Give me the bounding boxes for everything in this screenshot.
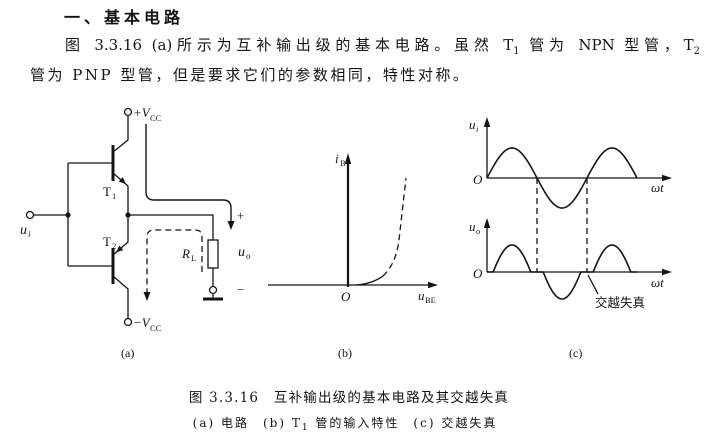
output-minus-sign: − xyxy=(237,282,244,297)
t2-subscript-inline: 2 xyxy=(693,46,701,57)
output-voltage-subscript: o xyxy=(246,251,251,261)
origin-label-b: O xyxy=(341,289,351,304)
ube-axis-label: u xyxy=(418,288,425,303)
bottom-time-axis-label: ωt xyxy=(651,275,664,290)
input-junction-dot xyxy=(65,212,71,218)
subcaption-subscript: 1 xyxy=(301,423,310,433)
t1-label: T xyxy=(103,184,111,199)
t2-emitter-arrow xyxy=(116,245,124,253)
uo-axis-arrow xyxy=(483,218,491,228)
t2-label: T xyxy=(103,234,111,249)
section-heading: 一、基本电路 xyxy=(64,8,185,27)
input-characteristic-plot xyxy=(268,153,438,289)
t1-subscript-inline: 1 xyxy=(513,46,520,57)
ib-axis-arrow xyxy=(344,153,352,164)
positive-current-arrow xyxy=(227,221,235,230)
output-distorted-wave xyxy=(487,244,637,300)
subcaption-part-a: (a) 电路 (b) T xyxy=(192,416,302,430)
vcc-negative-terminal xyxy=(123,317,133,327)
input-voltage-label: u xyxy=(20,223,27,238)
negative-current-arrow xyxy=(143,292,151,301)
t1-emitter-lead xyxy=(112,172,129,215)
ube-axis-arrow xyxy=(428,281,438,289)
vcc-positive-label: +V xyxy=(133,105,152,120)
input-terminal xyxy=(25,210,35,220)
paragraph-line-1-text-a: 图 3.3.16 (a)所示为互补输出级的基本电路。虽然 T xyxy=(65,36,514,54)
input-sine-wave xyxy=(486,147,638,209)
t1-subscript: 1 xyxy=(112,191,116,201)
output-voltage-label: u xyxy=(238,245,245,260)
figure-caption: 图 3.3.16 互补输出级的基本电路及其交越失真 xyxy=(188,390,510,406)
circuit-labels: +V CC −V CC T 1 T 2 u i R L u o + − (a) xyxy=(20,105,251,360)
ui-axis-label: u xyxy=(469,117,476,132)
input-voltage-subscript: i xyxy=(28,229,31,239)
uo-axis-label: u xyxy=(469,219,476,234)
annotation-leader-line xyxy=(587,274,599,295)
panel-label-b: (b) xyxy=(338,346,352,360)
circuit-diagram xyxy=(25,107,235,327)
paragraph-line-2: 管为 PNP 型管，但是要求它们的参数相同，特性对称。 xyxy=(30,66,471,84)
t1-collector-lead xyxy=(112,115,129,153)
crossover-distortion-labels: u i O ωt u o O ωt 交越失真 (c) xyxy=(469,117,664,360)
crossover-distortion-plot xyxy=(483,117,672,300)
load-resistor-label: R xyxy=(181,246,190,261)
top-time-axis-arrow xyxy=(662,174,672,182)
origin-label-top: O xyxy=(473,172,483,187)
paragraph-line-1: 图 3.3.16 (a)所示为互补输出级的基本电路。虽然 T1 管为 NPN 型… xyxy=(65,36,700,57)
t1-emitter-arrow xyxy=(118,177,126,184)
top-time-axis-label: ωt xyxy=(651,180,664,195)
load-resistor xyxy=(207,239,219,269)
vcc-negative-label: −V xyxy=(133,315,152,330)
vcc-positive-terminal xyxy=(123,107,133,117)
ib-axis-subscript: B xyxy=(340,158,346,168)
panel-label-a: (a) xyxy=(121,346,134,360)
vcc-positive-subscript: CC xyxy=(150,113,162,123)
characteristic-curve-dashed xyxy=(382,177,407,277)
ui-axis-subscript: i xyxy=(476,124,479,134)
load-resistor-subscript: L xyxy=(191,253,196,263)
positive-half-current-path xyxy=(145,124,232,222)
ube-axis-subscript: BE xyxy=(425,295,436,305)
bottom-time-axis-arrow xyxy=(662,268,672,276)
output-wire xyxy=(128,214,214,240)
input-characteristic-labels: i B O u BE (b) xyxy=(335,151,436,360)
ui-axis-arrow xyxy=(483,117,491,127)
ib-axis-label: i xyxy=(335,151,339,166)
uo-axis-subscript: o xyxy=(476,226,480,236)
vcc-negative-subscript: CC xyxy=(150,323,162,333)
output-plus-sign: + xyxy=(237,208,244,223)
characteristic-curve-solid xyxy=(355,275,384,286)
panel-label-c: (c) xyxy=(569,346,582,360)
subcaption-part-b: 管的输入特性 (c) 交越失真 xyxy=(309,416,498,430)
paragraph-line-1-text-b: 管为 NPN 型管，T xyxy=(519,36,694,54)
origin-label-bottom: O xyxy=(473,266,483,281)
negative-half-current-path xyxy=(146,229,203,292)
t2-subscript: 2 xyxy=(112,241,116,251)
figure-subcaption: (a) 电路 (b) T1 管的输入特性 (c) 交越失真 xyxy=(0,416,690,433)
crossover-distortion-annotation: 交越失真 xyxy=(595,295,645,310)
output-negative-terminal xyxy=(208,285,218,295)
t2-collector-lead xyxy=(112,275,129,319)
